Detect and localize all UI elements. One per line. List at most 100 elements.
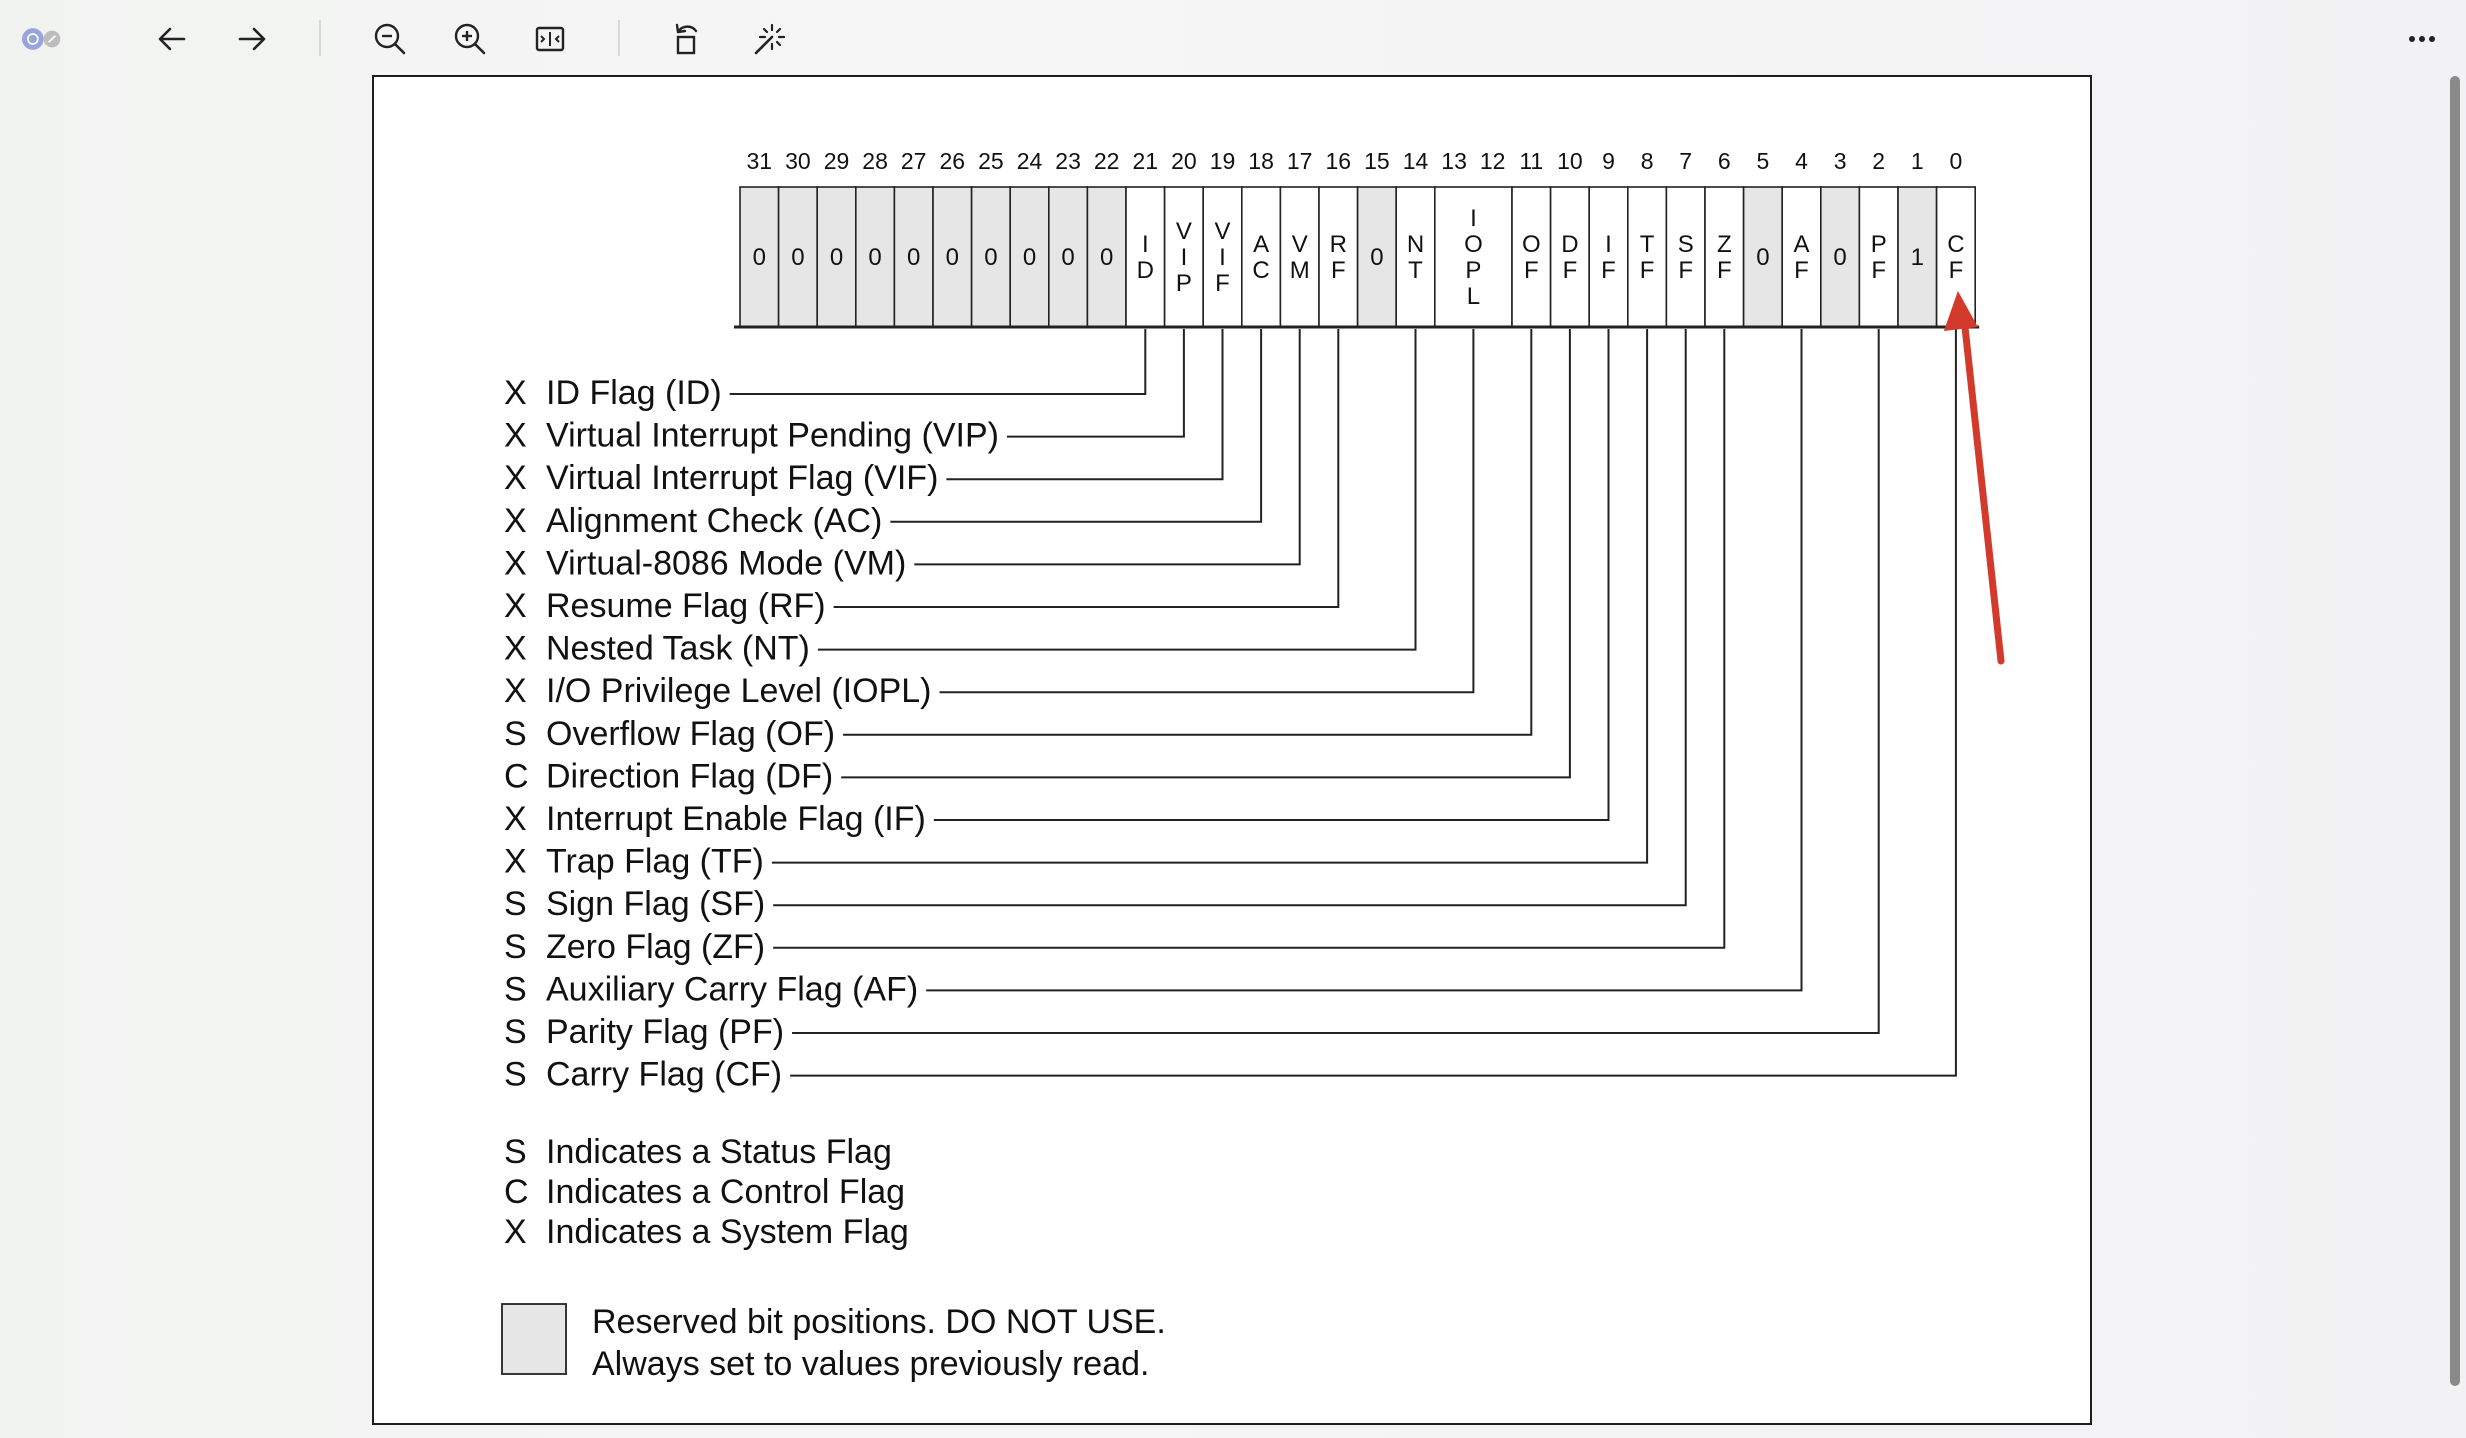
toolbar-divider bbox=[319, 20, 321, 56]
bit-number: 28 bbox=[862, 148, 888, 174]
status-icon bbox=[43, 30, 61, 48]
bit-number: 17 bbox=[1287, 148, 1313, 174]
zoom-in-icon bbox=[454, 23, 486, 55]
bit-number: 1 bbox=[1911, 148, 1924, 174]
flag-label: Sign Flag (SF) bbox=[546, 885, 765, 923]
flag-type-letter: X bbox=[504, 459, 527, 497]
flag-bit-cell bbox=[1549, 186, 1590, 328]
bit-cell-text: 0 bbox=[1756, 244, 1769, 271]
rotate-icon bbox=[675, 23, 698, 55]
flag-type-letter: X bbox=[504, 843, 527, 881]
flag-type-letter: S bbox=[504, 1013, 527, 1051]
bit-cell-text: 0 bbox=[984, 244, 997, 271]
bit-number: 5 bbox=[1757, 148, 1770, 174]
bit-number: 14 bbox=[1403, 148, 1429, 174]
flag-label: Trap Flag (TF) bbox=[546, 843, 764, 881]
flag-leader-line bbox=[841, 329, 1571, 779]
more-button[interactable] bbox=[2397, 14, 2447, 64]
flag-type-letter: X bbox=[504, 630, 527, 668]
bit-cell-text: 1 bbox=[1911, 244, 1924, 271]
flag-bit-cell bbox=[1125, 186, 1166, 328]
app-icon[interactable] bbox=[22, 28, 44, 50]
rotate-button[interactable] bbox=[663, 14, 713, 64]
bit-cell-text: 0 bbox=[1061, 244, 1074, 271]
flag-type-letter: X bbox=[504, 800, 527, 838]
bit-number: 22 bbox=[1094, 148, 1120, 174]
bit-number: 30 bbox=[785, 148, 811, 174]
flag-label: Parity Flag (PF) bbox=[546, 1013, 784, 1051]
flag-leader-line bbox=[771, 329, 1649, 864]
flag-leader-line bbox=[792, 329, 1880, 1034]
vertical-scrollbar[interactable] bbox=[2450, 76, 2460, 1386]
flag-type-letter: S bbox=[504, 1056, 527, 1094]
bit-number: 26 bbox=[940, 148, 966, 174]
bit-number: 2 bbox=[1872, 148, 1885, 174]
flag-leader-line bbox=[933, 329, 1610, 821]
flag-bit-cell bbox=[1588, 186, 1629, 328]
flag-label: Overflow Flag (OF) bbox=[546, 715, 835, 753]
zoom-in-button[interactable] bbox=[445, 14, 495, 64]
legend-text: Indicates a System Flag bbox=[546, 1213, 909, 1251]
bit-cell-text: 0 bbox=[1023, 244, 1036, 271]
flag-leader-line bbox=[790, 329, 1957, 1077]
arrow-left-icon bbox=[158, 27, 186, 51]
magic-wand-icon bbox=[754, 23, 786, 55]
bit-cell-text: 0 bbox=[868, 244, 881, 271]
flag-label: Direction Flag (DF) bbox=[546, 757, 833, 795]
flag-type-letter: S bbox=[504, 715, 527, 753]
flag-bit-cell bbox=[1279, 186, 1320, 328]
forward-button[interactable] bbox=[227, 14, 277, 64]
legend-letter: X bbox=[504, 1213, 527, 1251]
flag-label: Virtual-8086 Mode (VM) bbox=[546, 544, 906, 582]
flag-leader-line bbox=[833, 329, 1340, 608]
flag-label: Zero Flag (ZF) bbox=[546, 928, 765, 966]
flag-type-letter: X bbox=[504, 417, 527, 455]
bit-cell-text: 0 bbox=[946, 244, 959, 271]
legend-text: Indicates a Status Flag bbox=[546, 1133, 892, 1171]
flag-leader-line bbox=[843, 329, 1533, 736]
bit-cell-text: 0 bbox=[830, 244, 843, 271]
flag-type-letter: S bbox=[504, 928, 527, 966]
window-controls bbox=[12, 14, 62, 64]
reserved-bit-cell bbox=[816, 186, 857, 328]
annotation-arrowhead bbox=[1943, 291, 1978, 331]
flag-label: Resume Flag (RF) bbox=[546, 587, 826, 625]
bit-number: 8 bbox=[1641, 148, 1654, 174]
fit-page-button[interactable] bbox=[525, 14, 575, 64]
back-button[interactable] bbox=[147, 14, 197, 64]
flag-leader-line bbox=[1006, 329, 1185, 438]
flag-type-letter: S bbox=[504, 970, 527, 1008]
bit-number: 23 bbox=[1055, 148, 1081, 174]
enhance-button[interactable] bbox=[743, 14, 793, 64]
bit-cell-text: 0 bbox=[1370, 244, 1383, 271]
flag-label: Auxiliary Carry Flag (AF) bbox=[546, 970, 918, 1008]
reserved-legend-swatch bbox=[501, 1303, 567, 1375]
bit-cell-text: 0 bbox=[1833, 244, 1846, 271]
zoom-out-button[interactable] bbox=[365, 14, 415, 64]
flag-type-letter: X bbox=[504, 587, 527, 625]
flag-label: Nested Task (NT) bbox=[546, 630, 810, 668]
reserved-note-line: Always set to values previously read. bbox=[592, 1345, 1149, 1383]
arrow-right-icon bbox=[238, 27, 266, 51]
bit-number: 12 bbox=[1480, 148, 1506, 174]
flag-bit-cell bbox=[1511, 186, 1552, 328]
flag-label: Virtual Interrupt Flag (VIF) bbox=[546, 459, 938, 497]
flag-label: Carry Flag (CF) bbox=[546, 1056, 782, 1094]
bit-cell-text: 0 bbox=[753, 244, 766, 271]
flag-bit-cell bbox=[1935, 186, 1976, 328]
reserved-note-line: Reserved bit positions. DO NOT USE. bbox=[592, 1303, 1166, 1341]
bit-number: 9 bbox=[1602, 148, 1615, 174]
bit-number: 15 bbox=[1364, 148, 1390, 174]
reserved-bit-cell bbox=[854, 186, 896, 328]
flag-type-letter: S bbox=[504, 885, 527, 923]
